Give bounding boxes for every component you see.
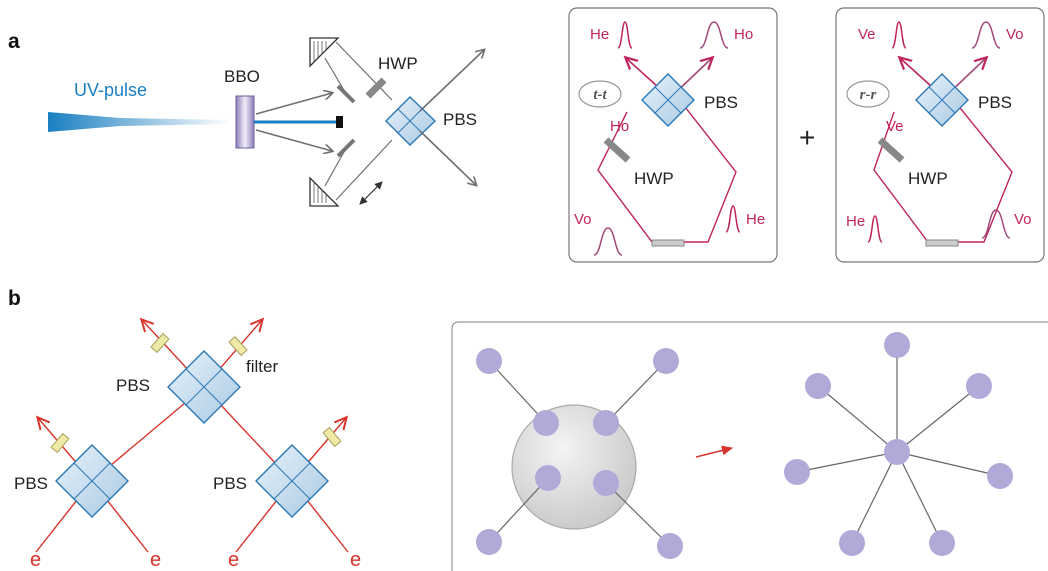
plus-sign: + <box>799 122 815 153</box>
setup-pbs-cube <box>385 96 437 146</box>
input-e-4: e <box>350 549 361 571</box>
tt-in-right-label: He <box>746 211 765 228</box>
tt-pulse-in-left <box>593 227 623 256</box>
graph-node <box>966 373 992 399</box>
setup-diagram: UV-pulse BBO HWP <box>48 37 484 207</box>
tt-pulse-in-right <box>725 205 741 233</box>
fusion-sphere <box>511 404 637 530</box>
input-e-3: e <box>228 549 239 571</box>
graph-node <box>476 348 502 374</box>
tt-pulse-out-left <box>617 21 633 49</box>
graph-node <box>657 533 683 559</box>
tt-hwp <box>603 137 631 163</box>
upper-return-path <box>335 41 393 101</box>
rr-circle <box>846 80 890 108</box>
rr-pre-hwp-label: Ve <box>886 118 904 135</box>
rr-pulse-in-right <box>981 209 1011 239</box>
lower-mirror <box>336 138 356 158</box>
beam-dump <box>336 116 343 128</box>
uv-pulse-label: UV-pulse <box>74 80 147 100</box>
setup-output-upper <box>419 50 484 112</box>
filter-elements <box>50 332 342 454</box>
input-e-2: e <box>150 549 161 571</box>
red-beam-lines <box>35 320 349 553</box>
rr-hwp-label: HWP <box>908 169 948 188</box>
graph-node <box>593 470 619 496</box>
uv-pulse-beam <box>48 112 230 132</box>
setup-hwp-label: HWP <box>378 54 418 73</box>
graph-node <box>476 529 502 555</box>
pbs-network: PBS PBS PBS filter e e e e <box>14 320 361 571</box>
setup-output-lower <box>419 130 476 185</box>
graph-node <box>784 459 810 485</box>
graph-center-node <box>884 439 910 465</box>
sphere-graph <box>476 348 683 559</box>
tt-pbs-label: PBS <box>704 93 738 112</box>
tt-mirror <box>651 239 685 247</box>
lower-to-prism-path <box>324 149 346 187</box>
rr-in-right-label: Vo <box>1014 211 1032 228</box>
rr-circle-label: r-r <box>860 87 877 103</box>
panel-label-b: b <box>8 287 21 310</box>
tt-pre-hwp-label: Ho <box>610 118 629 135</box>
pbs-top-label: PBS <box>116 376 150 395</box>
pbs-left-label: PBS <box>14 474 48 493</box>
pbs-right-label: PBS <box>213 474 247 493</box>
rr-out-left-label: Ve <box>858 26 876 43</box>
pbs-cube-left <box>55 444 129 518</box>
rr-pulse-in-left <box>867 215 883 243</box>
graph-node <box>533 410 559 436</box>
tt-out-right-label: Ho <box>734 26 753 43</box>
graph-node <box>593 410 619 436</box>
upper-photon-path <box>255 93 332 115</box>
star-graph <box>784 332 1013 556</box>
panel-label-a: a <box>8 30 20 53</box>
upper-prism <box>309 37 340 68</box>
graph-node <box>805 373 831 399</box>
rr-in-left-label: He <box>846 213 865 230</box>
rr-pbs-label: PBS <box>978 93 1012 112</box>
bbo-crystal <box>235 95 255 149</box>
rr-pulse-out-left <box>891 21 907 49</box>
rr-mirror <box>925 239 959 247</box>
transform-arrow <box>695 445 733 458</box>
graph-node <box>929 530 955 556</box>
graph-node <box>653 348 679 374</box>
rr-box-frame <box>835 7 1045 263</box>
lower-photon-path <box>255 129 332 151</box>
setup-hwp <box>365 77 387 99</box>
tt-pulse-out-right <box>699 21 729 49</box>
tt-in-left-label: Vo <box>574 211 592 228</box>
lower-return-path <box>335 139 393 201</box>
tt-hwp-label: HWP <box>634 169 674 188</box>
graph-node <box>884 332 910 358</box>
graph-node <box>535 465 561 491</box>
upper-mirror <box>336 84 356 104</box>
rr-pbs-cube <box>915 73 969 127</box>
setup-pbs-label: PBS <box>443 110 477 129</box>
rr-pulse-out-right <box>971 21 1001 49</box>
tt-pbs-cube <box>641 73 695 127</box>
tt-circle <box>578 80 622 108</box>
rr-out-right-label: Vo <box>1006 26 1024 43</box>
input-e-1: e <box>30 549 41 571</box>
bbo-label: BBO <box>224 67 260 86</box>
graph-state-box <box>451 321 1048 571</box>
filter-label: filter <box>246 357 278 376</box>
pbs-cube-top <box>167 350 241 424</box>
tt-circle-label: t-t <box>593 87 607 103</box>
graph-node <box>839 530 865 556</box>
rr-hwp <box>877 137 905 163</box>
upper-to-prism-path <box>324 57 346 93</box>
translation-stage-arrow <box>359 181 383 205</box>
graph-box-frame <box>451 321 1048 571</box>
tt-box: He Ho Vo He Ho HWP PBS t-t <box>568 7 778 263</box>
lower-prism <box>309 176 340 207</box>
graph-node <box>987 463 1013 489</box>
tt-out-left-label: He <box>590 26 609 43</box>
rr-box: Ve Vo He Vo Ve HWP PBS r-r <box>835 7 1045 263</box>
pbs-cube-right <box>255 444 329 518</box>
